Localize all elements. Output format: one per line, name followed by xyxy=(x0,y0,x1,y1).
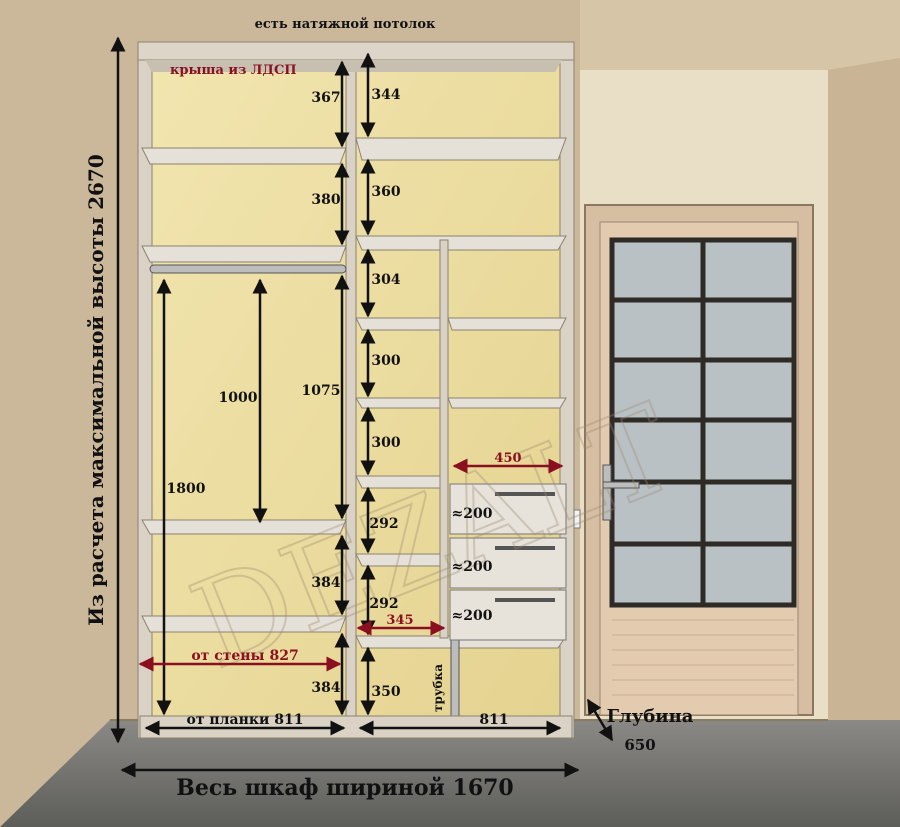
door-handle xyxy=(602,464,612,521)
red-dimension-lines xyxy=(138,458,564,672)
left-height-1000: 1000 xyxy=(219,390,258,406)
drawer-height-3: ≈200 xyxy=(452,608,493,624)
drawers xyxy=(449,483,567,641)
left-height-367: 367 xyxy=(311,90,340,106)
side-latch xyxy=(573,509,581,529)
shelf-width-label: 345 xyxy=(386,613,413,628)
left-height-384b: 384 xyxy=(311,680,340,696)
right-height-300b: 300 xyxy=(371,435,400,451)
from-wall-label: от стены 827 xyxy=(191,648,298,664)
door-mullions xyxy=(612,240,794,605)
door-panel-lines xyxy=(612,619,794,696)
labels: есть натяжной потолок крыша из ЛДСП Из р… xyxy=(84,17,694,801)
right-height-360: 360 xyxy=(371,184,400,200)
door xyxy=(584,204,814,716)
door-lever xyxy=(602,481,640,489)
left-height-380: 380 xyxy=(311,192,340,208)
left-height-1800: 1800 xyxy=(167,481,206,497)
drawer-handle-1 xyxy=(495,492,555,496)
right-height-304: 304 xyxy=(371,272,400,288)
roof-note: крыша из ЛДСП xyxy=(170,63,297,78)
dimension-lines xyxy=(110,36,614,778)
right-height-344: 344 xyxy=(371,87,400,103)
hanging-rod xyxy=(149,264,347,274)
left-height-1075: 1075 xyxy=(302,383,341,399)
right-height-292a: 292 xyxy=(369,516,398,532)
right-height-292b: 292 xyxy=(369,596,398,612)
ceiling-note: есть натяжной потолок xyxy=(255,17,436,32)
side-left xyxy=(137,41,153,739)
tube-label: трубка xyxy=(431,664,445,712)
ceiling-strip xyxy=(140,0,900,70)
right-wall xyxy=(828,58,900,827)
left-height-384a: 384 xyxy=(311,575,340,591)
drawer-height-1: ≈200 xyxy=(452,506,493,522)
depth-title: Глубина xyxy=(607,706,694,727)
drawer-handle-2 xyxy=(495,546,555,550)
right-height-350: 350 xyxy=(371,684,400,700)
roof-panel xyxy=(137,41,575,61)
roof-underside xyxy=(145,60,562,72)
support-tube xyxy=(450,639,460,723)
depth-value: 650 xyxy=(624,736,655,754)
drawer-handle-3 xyxy=(495,598,555,602)
from-strip-label: от планки 811 xyxy=(187,712,304,728)
inner-partition xyxy=(439,239,449,639)
right-bottom-width-label: 811 xyxy=(479,712,508,728)
left-shelves xyxy=(141,147,347,633)
drawer-height-2: ≈200 xyxy=(452,559,493,575)
dim-depth xyxy=(586,698,614,742)
total-width-label: Весь шкаф шириной 1670 xyxy=(176,775,514,801)
drawer-width-label: 450 xyxy=(494,451,521,466)
wardrobe xyxy=(137,41,581,739)
right-height-300a: 300 xyxy=(371,353,400,369)
total-height-label: Из расчета максимальной высоты 2670 xyxy=(84,154,108,626)
